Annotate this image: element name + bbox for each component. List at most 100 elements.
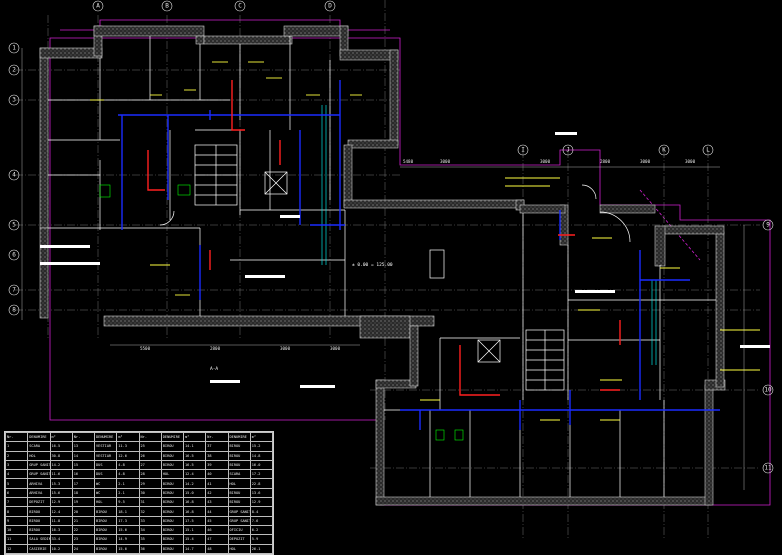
legend-header-cell: DENUMIRE: [160, 431, 185, 443]
legend-cell: DEPOZIT: [227, 534, 251, 545]
legend-cell: BIROU: [160, 450, 185, 461]
legend-cell: BIROU: [160, 441, 185, 452]
legend-cell: 32: [138, 506, 162, 517]
legend-cell: VESTIAR: [93, 441, 118, 452]
room-tags: [40, 132, 770, 388]
legend-cell: BIROU: [227, 497, 251, 508]
legend-header-cell: m²: [182, 431, 207, 443]
legend-cell: 16.5: [182, 459, 207, 471]
legend-cell: BIROU: [93, 515, 118, 526]
legend-cell: 24: [71, 543, 96, 555]
legend-cell: 1: [4, 441, 29, 452]
legend-cell: DUS: [93, 469, 118, 480]
legend-cell: BIROU: [160, 478, 185, 489]
legend-header-cell: DENUMIRE: [27, 431, 51, 443]
legend-cell: 35: [138, 534, 162, 545]
legend-cell: BIROU: [160, 497, 185, 508]
legend-cell: 40: [205, 469, 229, 480]
legend-cell: 12: [4, 543, 29, 555]
legend-cell: 22.8: [249, 478, 274, 489]
axis-label-a: A: [96, 3, 100, 10]
legend-cell: 15.6: [116, 524, 140, 536]
legend-cell: 15: [71, 459, 96, 471]
legend-cell: 26: [138, 450, 162, 461]
axis-label-4: 4: [12, 172, 16, 179]
legend-cell: VESTIAR: [93, 450, 118, 461]
legend-cell: 13.6: [249, 487, 274, 499]
legend-cell: GRUP SANITAR: [27, 469, 51, 480]
axis-bubbles-right: [762, 219, 774, 474]
legend-cell: 16: [71, 469, 96, 480]
legend-cell: 43: [205, 497, 229, 508]
legend-cell: BIROU: [93, 524, 118, 536]
legend-cell: ARHIVA: [27, 487, 51, 499]
legend-cell: WC: [93, 487, 118, 499]
legend-cell: 23: [71, 534, 96, 545]
legend-cell: 15.6: [116, 543, 140, 555]
legend-cell: 41: [205, 478, 229, 489]
sanitary-fixtures: [99, 184, 464, 441]
legend-cell: CASIERIE: [27, 543, 51, 555]
dim-bottom-2: 2800: [210, 346, 221, 351]
legend-cell: 18: [71, 487, 96, 499]
axis-label-10: 10: [764, 387, 772, 394]
dim-top-right-3: 3000: [540, 159, 551, 164]
legend-cell: 22: [71, 524, 96, 536]
legend-cell: HOL: [160, 469, 185, 480]
legend-cell: 6.2: [249, 524, 274, 536]
legend-cell: 12.6: [116, 450, 140, 461]
legend-cell: 14.8: [249, 450, 274, 461]
legend-cell: 17.3: [116, 515, 140, 526]
legend-cell: 30: [138, 487, 162, 499]
legend-cell: 21: [71, 515, 96, 526]
axis-bubbles-left: [8, 42, 20, 316]
legend-cell: BIROU: [227, 441, 251, 452]
legend-cell: 19: [71, 497, 96, 508]
legend-cell: BIROU: [27, 506, 51, 517]
legend-cell: 12.9: [249, 497, 274, 508]
dim-top-right-4: 2800: [600, 159, 611, 164]
legend-cell: HOL: [27, 450, 51, 461]
legend-cell: WC: [93, 478, 118, 489]
axis-label-i: I: [521, 147, 525, 154]
dimension-chains: [21, 48, 745, 490]
legend-cell: BIROU: [227, 487, 251, 499]
legend-cell: 15.4: [182, 534, 207, 545]
axis-label-5: 5: [12, 222, 16, 229]
legend-header-cell: Nr.: [4, 431, 29, 443]
legend-cell: 4.8: [116, 469, 140, 480]
legend-cell: 20: [71, 506, 96, 517]
legend-cell: 16.5: [182, 450, 207, 461]
axis-label-d: D: [328, 3, 332, 10]
axis-bubbles-top-right: [517, 144, 714, 156]
legend-cell: HOL: [227, 543, 251, 555]
legend-cell: BIROU: [160, 459, 185, 471]
axis-label-2: 2: [12, 67, 16, 74]
legend-cell: 48: [205, 543, 229, 555]
level-mark: ± 0.00 = 125.00: [352, 262, 393, 268]
axis-label-1: 1: [12, 45, 16, 52]
axis-label-8: 8: [12, 307, 16, 314]
legend-cell: GRUP SANITAR: [227, 515, 251, 526]
legend-cell: 7.6: [249, 515, 274, 526]
legend-cell: 11.6: [49, 469, 73, 480]
legend-cell: 2: [4, 450, 29, 461]
legend-cell: 16.5: [49, 441, 73, 452]
legend-cell: 6: [4, 487, 29, 499]
legend-cell: ARHIVA: [27, 478, 51, 489]
legend-cell: 14.2: [49, 459, 73, 471]
legend-header-cell: DENUMIRE: [93, 431, 118, 443]
legend-cell: GRUP SANITAR: [27, 459, 51, 471]
legend-cell: 16.8: [182, 497, 207, 508]
legend-cell: 15.1: [182, 524, 207, 536]
legend-cell: 8.4: [249, 506, 274, 517]
legend-cell: 14.7: [182, 543, 207, 555]
legend-cell: 9.5: [116, 497, 140, 508]
legend-cell: 17: [71, 478, 96, 489]
legend-header-cell: m²: [249, 431, 274, 443]
